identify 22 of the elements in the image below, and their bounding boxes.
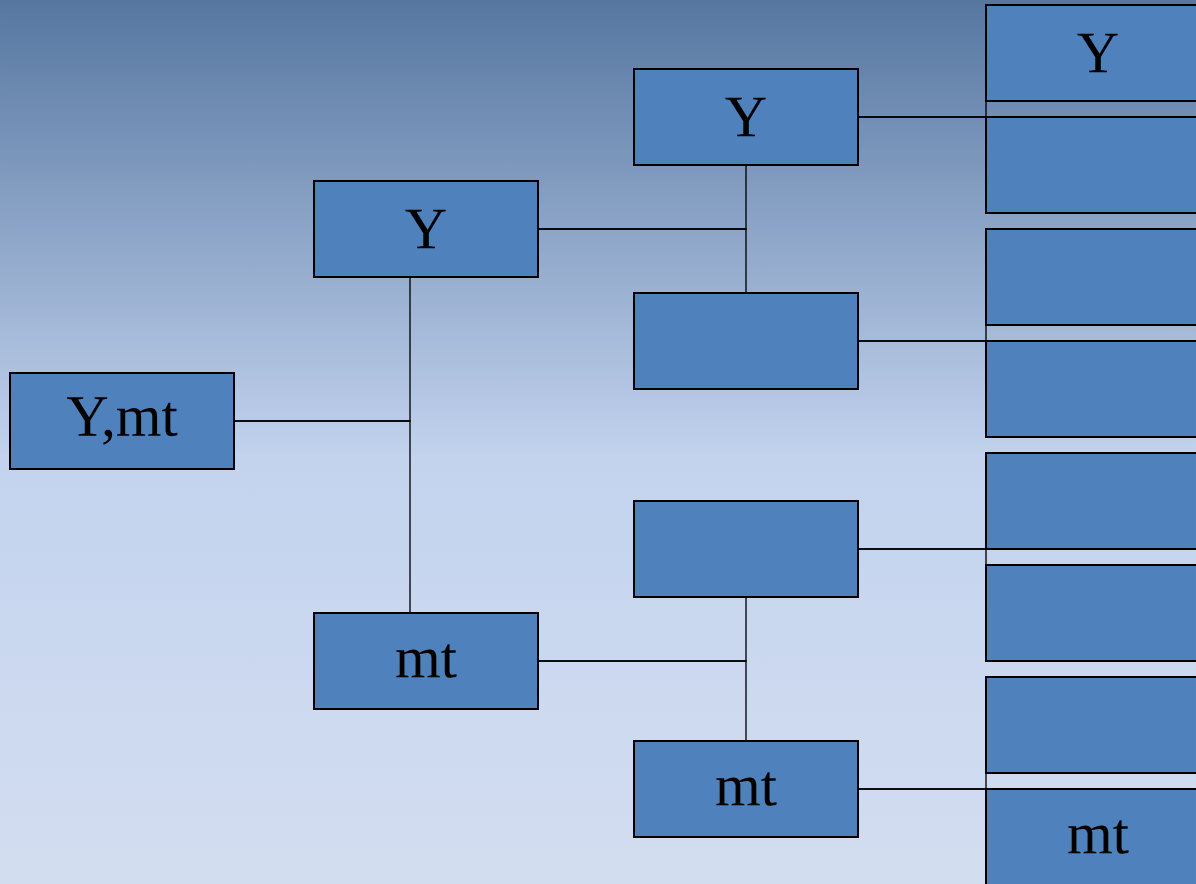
empty-box xyxy=(985,116,1196,214)
empty-box xyxy=(985,452,1196,550)
connector-line xyxy=(857,116,987,118)
text-box: mt xyxy=(633,740,859,838)
empty-box xyxy=(985,228,1196,326)
empty-box xyxy=(633,292,859,390)
connector-line xyxy=(233,420,411,614)
empty-box xyxy=(985,564,1196,662)
connector-line xyxy=(857,788,987,790)
text-box: Y xyxy=(985,4,1196,102)
text-box: Y xyxy=(313,180,539,278)
connector-line xyxy=(857,548,987,566)
empty-box xyxy=(985,340,1196,438)
text-box: Y xyxy=(633,68,859,166)
empty-box xyxy=(633,500,859,598)
connector-line xyxy=(857,340,987,342)
text-box: mt xyxy=(985,788,1196,884)
connector-line xyxy=(537,228,747,294)
text-box: mt xyxy=(313,612,539,710)
connector-line xyxy=(537,660,747,742)
empty-box xyxy=(985,676,1196,774)
text-box: Y,mt xyxy=(9,372,235,470)
